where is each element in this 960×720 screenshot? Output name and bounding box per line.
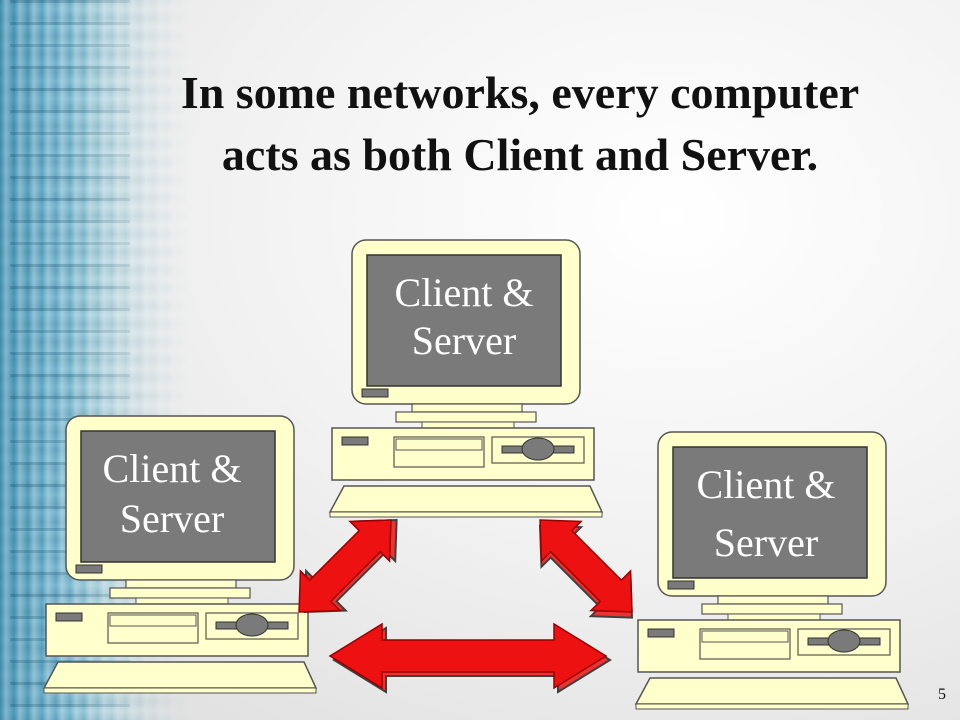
page-number: 5	[938, 686, 946, 703]
slide-title-line-1: In some networks, every computer	[180, 67, 860, 118]
computer-right-label-line-1: Client &	[697, 462, 836, 507]
arrow-left-to-right	[328, 622, 612, 694]
arrow-top-to-right	[539, 519, 633, 619]
computer-left-label-line-2: Server	[120, 496, 224, 541]
computer-top-label-line-2: Server	[412, 318, 516, 363]
decorative-network-band	[0, 0, 190, 720]
computer-left: Client & Server	[43, 415, 317, 694]
computer-right: Client & Server	[635, 431, 909, 710]
computer-left-label-line-1: Client &	[103, 446, 242, 491]
computer-top-label-line-1: Client &	[395, 270, 534, 315]
computer-top: Client & Server	[329, 239, 603, 518]
slide-title: In some networks, every computer acts as…	[110, 62, 930, 186]
arrow-left-to-top	[298, 519, 398, 613]
slide-title-line-2: acts as both Client and Server.	[221, 129, 819, 180]
computer-right-label-line-2: Server	[714, 520, 818, 565]
